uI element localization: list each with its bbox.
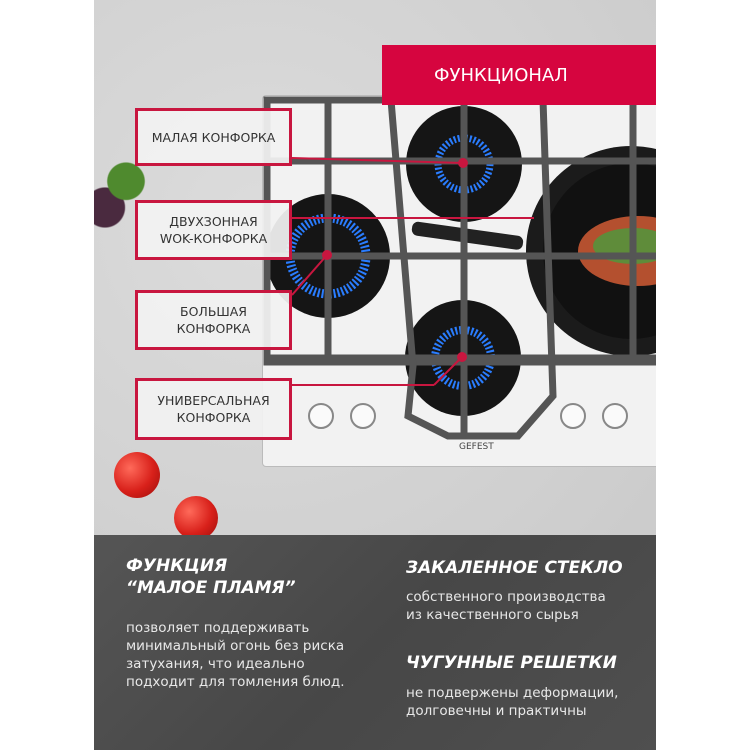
feature-title-grates: ЧУГУННЫЕ РЕШЕТКИ xyxy=(406,653,617,673)
text-line: затухания, что идеально xyxy=(126,656,305,672)
feature-text-grates: не подвержены деформации, долговечны и пр… xyxy=(406,684,618,720)
text-line: из качественного сырья xyxy=(406,607,579,623)
label-text: КОНФОРКА xyxy=(176,410,251,425)
label-text: БОЛЬШАЯ xyxy=(180,304,247,319)
features-band: ФУНКЦИЯ“МАЛОЕ ПЛАМЯ” позволяет поддержив… xyxy=(94,535,656,750)
feature-title-low-flame: ФУНКЦИЯ“МАЛОЕ ПЛАМЯ” xyxy=(126,555,296,599)
label-text: КОНФОРКА xyxy=(176,321,251,336)
title-line: ФУНКЦИЯ xyxy=(126,556,228,576)
label-text: WOK-КОНФОРКА xyxy=(159,231,268,246)
text-line: позволяет поддерживать xyxy=(126,620,310,636)
callout-lines xyxy=(291,157,534,386)
text-line: собственного производства xyxy=(406,589,606,605)
label-text: МАЛАЯ КОНФОРКА xyxy=(151,129,276,145)
control-knobs xyxy=(308,403,628,429)
label-large-burner: БОЛЬШАЯ КОНФОРКА xyxy=(135,290,292,350)
section-title: ФУНКЦИОНАЛ xyxy=(382,45,656,105)
label-text: УНИВЕРСАЛЬНАЯ xyxy=(157,393,270,408)
label-universal-burner: УНИВЕРСАЛЬНАЯ КОНФОРКА xyxy=(135,378,292,440)
brand-logo: GEFEST xyxy=(459,442,494,452)
label-text: ДВУХЗОННАЯ xyxy=(169,214,258,229)
text-line: минимальный огонь без риска xyxy=(126,638,345,654)
frying-pan xyxy=(411,146,656,356)
tomato-decoration xyxy=(174,496,218,540)
text-line: долговечны и практичны xyxy=(406,703,587,719)
text-line: подходит для томления блюд. xyxy=(126,674,345,690)
feature-text-low-flame: позволяет поддерживать минимальный огонь … xyxy=(126,619,345,691)
product-infographic: GEFEST ФУНКЦИОНАЛ МАЛАЯ КОНФОРКА ДВУХЗОН… xyxy=(94,0,656,750)
label-wok-burner: ДВУХЗОННАЯ WOK-КОНФОРКА xyxy=(135,200,292,260)
label-small-burner: МАЛАЯ КОНФОРКА xyxy=(135,108,292,166)
text-line: не подвержены деформации, xyxy=(406,685,619,701)
tomato-decoration xyxy=(114,452,160,498)
feature-title-glass: ЗАКАЛЕННОЕ СТЕКЛО xyxy=(406,558,623,578)
title-line: “МАЛОЕ ПЛАМЯ” xyxy=(126,578,296,598)
feature-text-glass: собственного производства из качественног… xyxy=(406,588,606,624)
